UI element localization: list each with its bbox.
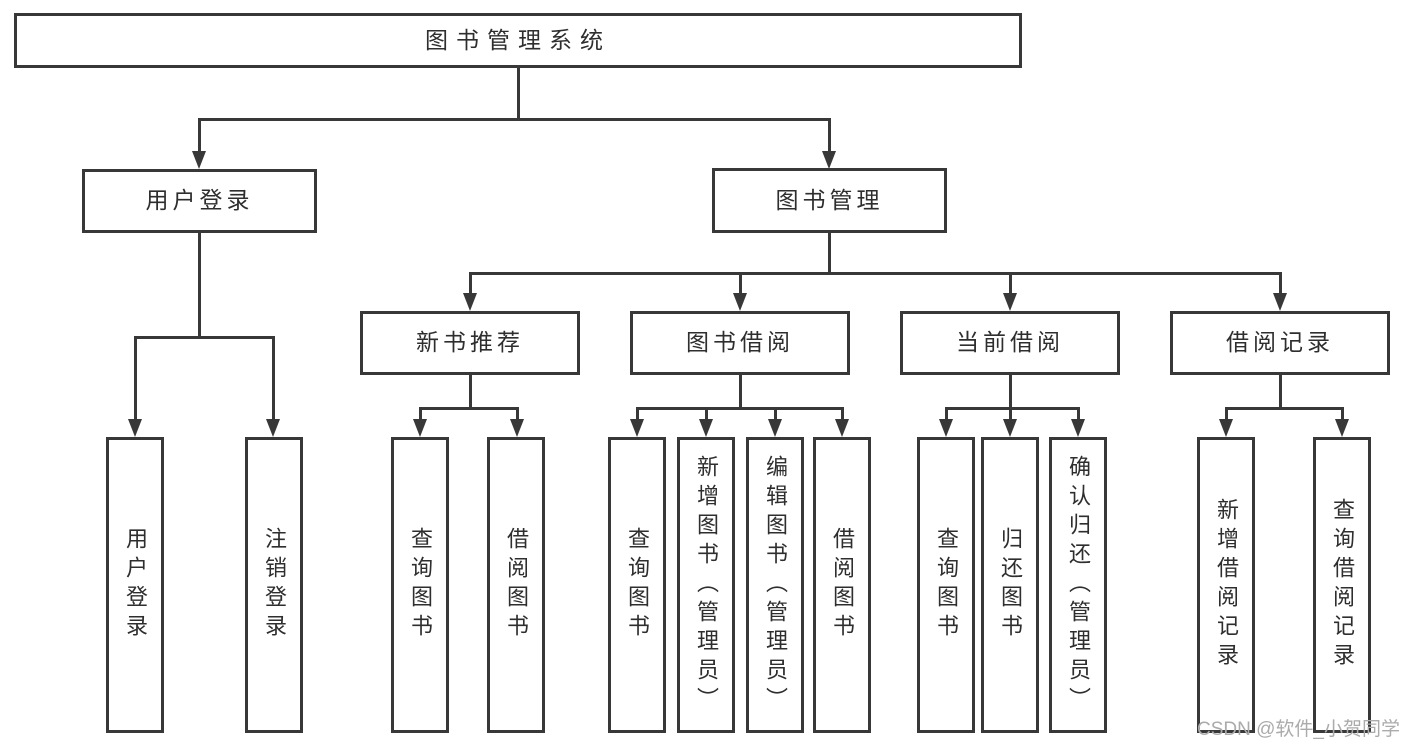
arrowhead-icon	[128, 419, 142, 437]
connector-line	[1279, 375, 1282, 410]
connector-line	[841, 407, 844, 421]
connector-line	[739, 272, 742, 295]
connector-line	[134, 336, 137, 421]
connector-line	[469, 375, 472, 410]
connector-line	[1225, 407, 1344, 410]
node-borrow-records: 借阅记录	[1170, 311, 1390, 375]
node-nbr-borrow-books: 借阅图书	[487, 437, 545, 733]
arrowhead-icon	[1003, 419, 1017, 437]
node-book-mgmt: 图书管理	[712, 168, 947, 233]
node-cb-return-books: 归还图书	[981, 437, 1039, 733]
node-cb-confirm-return: 确认归还（管理员）	[1049, 437, 1107, 733]
node-root: 图书管理系统	[14, 13, 1022, 68]
arrowhead-icon	[510, 419, 524, 437]
arrowhead-icon	[733, 293, 747, 311]
connector-line	[1009, 407, 1012, 421]
arrowhead-icon	[1335, 419, 1349, 437]
connector-line	[419, 407, 422, 421]
arrowhead-icon	[1003, 293, 1017, 311]
connector-line	[1341, 407, 1344, 421]
node-user-login-action: 用户登录	[106, 437, 164, 733]
watermark: CSDN @软件_小贺同学	[1197, 719, 1400, 740]
connector-line	[198, 118, 831, 121]
connector-line	[1279, 272, 1282, 295]
connector-line	[198, 233, 201, 339]
node-br-add-record: 新增借阅记录	[1197, 437, 1255, 733]
arrowhead-icon	[1219, 419, 1233, 437]
arrowhead-icon	[192, 151, 206, 169]
arrowhead-icon	[630, 419, 644, 437]
node-logout: 注销登录	[245, 437, 303, 733]
connector-line	[636, 407, 639, 421]
arrowhead-icon	[266, 419, 280, 437]
connector-line	[469, 272, 1282, 275]
connector-line	[1225, 407, 1228, 421]
arrowhead-icon	[768, 419, 782, 437]
connector-line	[945, 407, 948, 421]
arrowhead-icon	[835, 419, 849, 437]
connector-line	[739, 375, 742, 410]
arrowhead-icon	[1273, 293, 1287, 311]
arrowhead-icon	[939, 419, 953, 437]
node-cb-query-books: 查询图书	[917, 437, 975, 733]
arrowhead-icon	[413, 419, 427, 437]
connector-line	[774, 407, 777, 421]
node-bb-borrow-books: 借阅图书	[813, 437, 871, 733]
node-bb-query-books: 查询图书	[608, 437, 666, 733]
connector-line	[705, 407, 708, 421]
connector-line	[828, 118, 831, 153]
connector-line	[1009, 272, 1012, 295]
node-user-login: 用户登录	[82, 169, 317, 233]
arrowhead-icon	[463, 293, 477, 311]
arrowhead-icon	[822, 151, 836, 169]
arrowhead-icon	[1071, 419, 1085, 437]
connector-line	[419, 407, 519, 410]
node-bb-edit-books: 编辑图书（管理员）	[746, 437, 804, 733]
node-bb-add-books: 新增图书（管理员）	[677, 437, 735, 733]
connector-line	[516, 407, 519, 421]
node-new-book-rec: 新书推荐	[360, 311, 580, 375]
node-current-borrow: 当前借阅	[900, 311, 1120, 375]
node-nbr-query-books: 查询图书	[391, 437, 449, 733]
connector-line	[636, 407, 844, 410]
connector-line	[828, 233, 831, 275]
connector-line	[517, 66, 520, 120]
node-br-query-record: 查询借阅记录	[1313, 437, 1371, 733]
connector-line	[134, 336, 275, 339]
connector-line	[198, 118, 201, 153]
arrowhead-icon	[699, 419, 713, 437]
connector-line	[469, 272, 472, 295]
connector-line	[1077, 407, 1080, 421]
node-book-borrow: 图书借阅	[630, 311, 850, 375]
connector-line	[945, 407, 1080, 410]
connector-line	[272, 336, 275, 421]
connector-line	[1009, 375, 1012, 410]
